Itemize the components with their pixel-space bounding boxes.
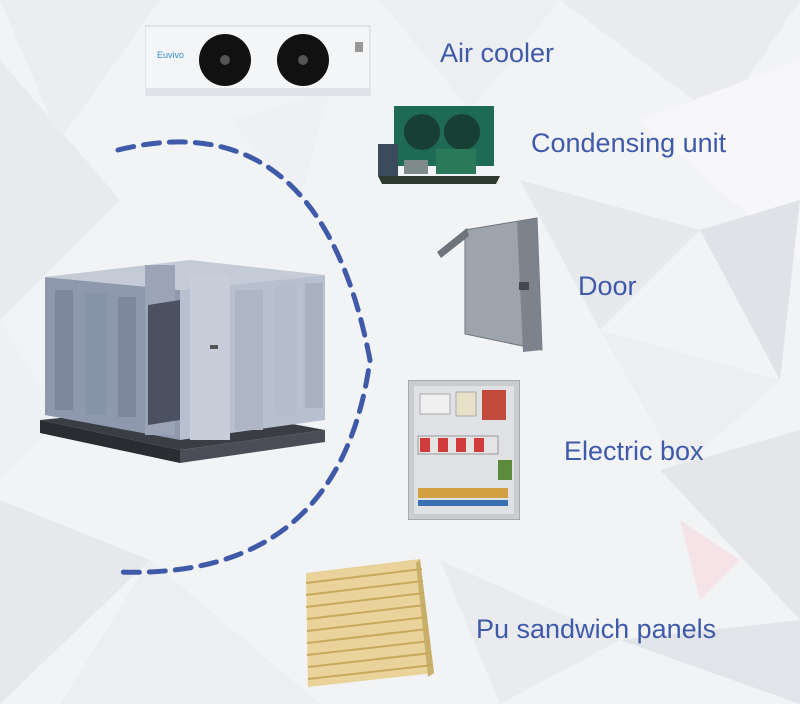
air-cooler-brand: Euvivo xyxy=(157,50,185,60)
label-condensing-unit: Condensing unit xyxy=(531,128,727,158)
label-electric-box: Electric box xyxy=(564,436,704,466)
door-image xyxy=(437,217,543,352)
label-air-cooler: Air cooler xyxy=(440,38,555,68)
label-door: Door xyxy=(578,271,637,301)
label-pu-panels: Pu sandwich panels xyxy=(476,614,717,644)
electric-box-image xyxy=(408,380,520,520)
pu-panels-image xyxy=(305,559,434,687)
condensing-unit-image xyxy=(378,106,500,184)
cold-room-image xyxy=(40,260,325,463)
air-cooler-image: Euvivo xyxy=(145,22,375,100)
